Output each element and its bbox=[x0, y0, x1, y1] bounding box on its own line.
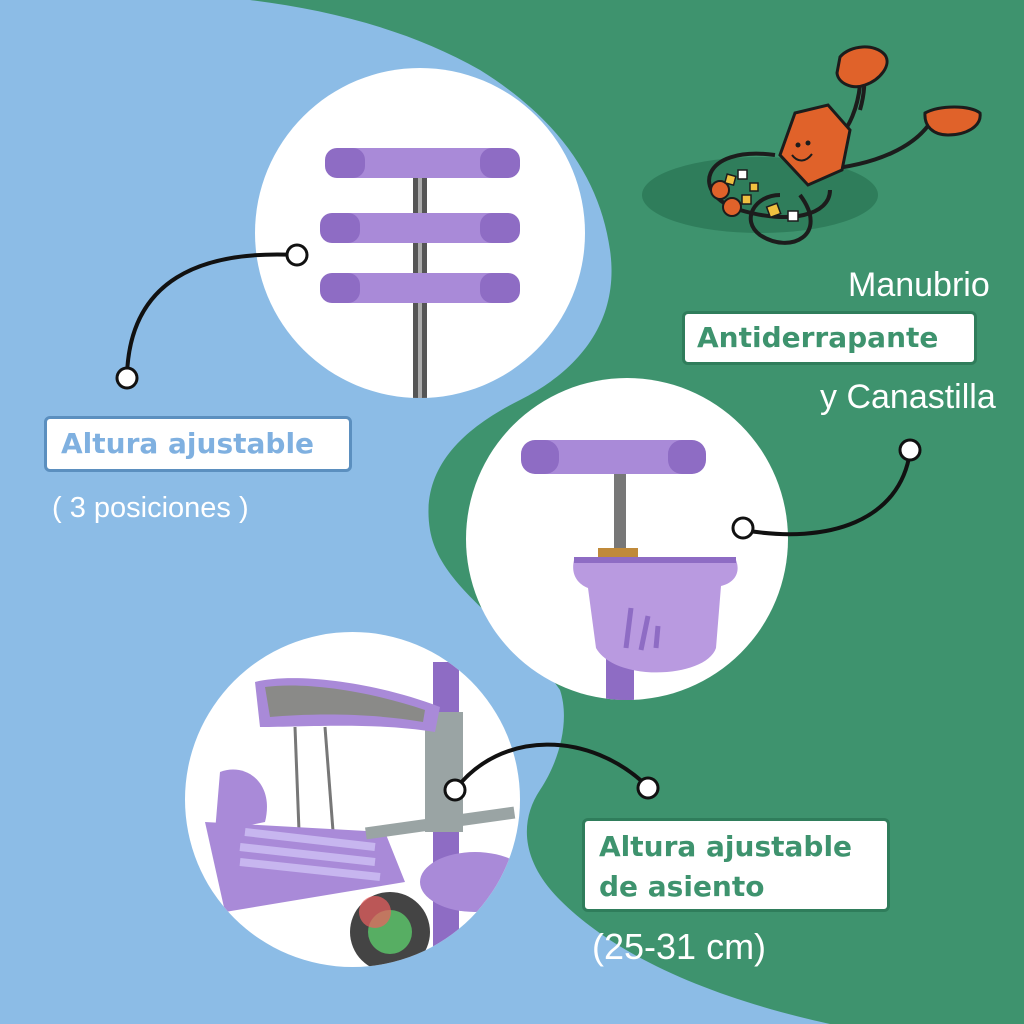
orange-hexagon-mascot-icon bbox=[707, 45, 982, 245]
basket-line1: Manubrio bbox=[848, 266, 990, 304]
handle-height-note: ( 3 posiciones ) bbox=[52, 492, 249, 524]
purple-handlebar-icon bbox=[320, 148, 520, 398]
basket-image bbox=[466, 378, 788, 700]
seat-image bbox=[185, 632, 520, 967]
seat-height-label-line1: Altura ajustable bbox=[599, 830, 853, 863]
seat-height-label-line2: de asiento bbox=[599, 870, 765, 903]
handle-height-label: Altura ajustable bbox=[44, 416, 352, 472]
handle-heights-image bbox=[255, 68, 585, 398]
scooter-seat-icon bbox=[205, 662, 520, 967]
basket-line3: y Canastilla bbox=[820, 378, 996, 416]
antiderrapante-label: Antiderrapante bbox=[682, 311, 977, 365]
seat-height-label: Altura ajustable de asiento bbox=[582, 818, 890, 912]
purple-basket-icon bbox=[521, 440, 738, 700]
seat-height-note: (25-31 cm) bbox=[592, 926, 767, 967]
